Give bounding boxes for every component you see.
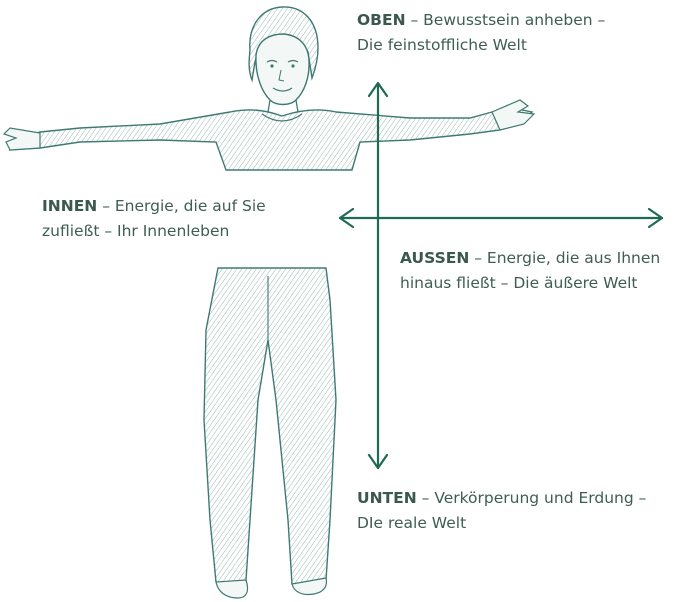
label-innen-line1: Energie, die auf Sie — [115, 197, 266, 215]
label-aussen-key: AUSSEN — [400, 249, 469, 267]
label-innen-line2: zufließt – Ihr Innenleben — [42, 219, 266, 244]
label-unten-line1: Verkörperung und Erdung – — [434, 489, 646, 507]
label-oben: OBEN – Bewusstsein anheben – Die feinsto… — [357, 8, 605, 58]
label-aussen: AUSSEN – Energie, die aus Ihnen hinaus f… — [400, 246, 660, 296]
label-oben-line2: Die feinstoffliche Welt — [357, 33, 605, 58]
label-unten-key: UNTEN — [357, 489, 417, 507]
label-oben-line1: Bewusstsein anheben – — [423, 11, 605, 29]
label-unten-line2: DIe reale Welt — [357, 511, 646, 536]
label-aussen-line1: Energie, die aus Ihnen — [487, 249, 660, 267]
label-innen-key: INNEN — [42, 197, 97, 215]
label-innen: INNEN – Energie, die auf Sie zufließt – … — [42, 194, 266, 244]
label-oben-key: OBEN — [357, 11, 406, 29]
label-aussen-line2: hinaus fließt – Die äußere Welt — [400, 271, 660, 296]
label-unten: UNTEN – Verkörperung und Erdung – DIe re… — [357, 486, 646, 536]
